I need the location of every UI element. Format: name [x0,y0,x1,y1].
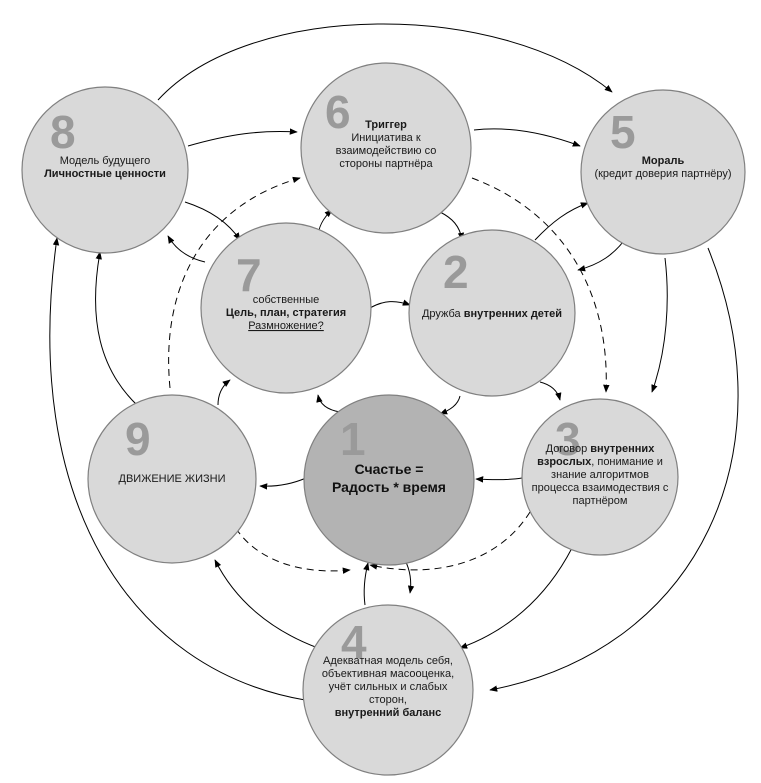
node-3-line-3: знание алгоритмов [551,469,649,481]
node-1-circle [303,394,475,566]
connector-8-7 [184,201,241,241]
node-9-circle [87,394,257,564]
node-9-line-1: ДВИЖЕНИЕ ЖИЗНИ [119,473,226,485]
connector-1-4 [404,559,415,594]
connector-2-1 [439,395,461,415]
node-7-circle [200,222,372,394]
node-5-line-2: (кредит доверия партнёру) [594,168,731,180]
node-2-number: 2 [443,246,469,298]
connector-3-4 [459,547,573,649]
node-6-line-3: взаимодействию со [336,145,437,157]
connector-5-3 [651,257,668,393]
node-2-circle [408,229,576,397]
node-8-line-1: Модель будущего [60,155,151,167]
connector-6-2 [439,211,465,241]
node-9-number: 9 [125,413,151,465]
connectors [49,23,739,701]
node-4-line-2: объективная масооценка, [322,668,454,680]
node-3-circle [521,398,679,556]
connector-7-2 [369,299,411,309]
connector-6-5 [473,128,581,147]
node-3-line-1: Договор внутренних [546,443,656,455]
connector-1-7 [316,394,341,413]
connector-4-9 [214,559,319,649]
node-5-line-1: Мораль [642,155,685,167]
node-8-circle [21,86,189,254]
node-4-line-3: учёт сильных и слабых [329,681,448,693]
node-6-line-1: Триггер [365,119,407,131]
connector-4-8 [49,237,306,701]
node-7-line-3: Размножение? [248,320,324,332]
connector-5-4 [489,247,739,692]
node-7-number: 7 [236,249,262,301]
node-4-line-5: внутренний баланс [335,707,442,719]
node-3-line-4: процесса взаимодествия с [532,482,669,494]
node-7-line-2: Цель, план, стратегия [226,307,346,319]
node-3-line-2: взрослых, понимание и [537,456,663,468]
node-6-number: 6 [325,86,351,138]
node-7-line-1: собственные [253,294,319,306]
connector-9-7 [217,379,231,406]
connector-2-5 [534,202,589,241]
node-1-line-2: Радость * время [332,479,446,495]
connector-8-5 [157,23,613,101]
node-6-line-2: Инициатива к [351,132,421,144]
node-3-line-5: партнёром [573,495,628,507]
connector-8-6 [187,128,298,147]
connector-dashed-6-3 [471,177,610,393]
node-8-line-2: Личностные ценности [44,168,166,180]
node-4-line-1: Адекватная модель себя, [323,655,453,667]
connector-dashed-7-6 [168,176,301,389]
connector-3-1 [475,476,523,483]
connector-9-8 [95,251,139,407]
node-6-line-4: стороны партнёра [339,158,433,170]
node-2-line-1: Дружба внутренних детей [422,308,562,320]
node-4-number: 4 [341,616,367,668]
node-4-line-4: сторон, [369,694,407,706]
node-5-circle [580,89,746,255]
node-5-number: 5 [610,106,636,158]
node-8-number: 8 [50,106,76,158]
node-4-circle [302,604,474,776]
connector-1-9 [259,477,307,490]
connector-2-3 [539,381,562,401]
connector-7-8 [167,235,206,263]
node-6-circle [300,62,472,234]
connector-4-1 [363,562,370,606]
node-1-number: 1 [340,413,366,465]
node-1-line-1: Счастье = [355,461,424,477]
node-3-number: 3 [555,413,581,465]
